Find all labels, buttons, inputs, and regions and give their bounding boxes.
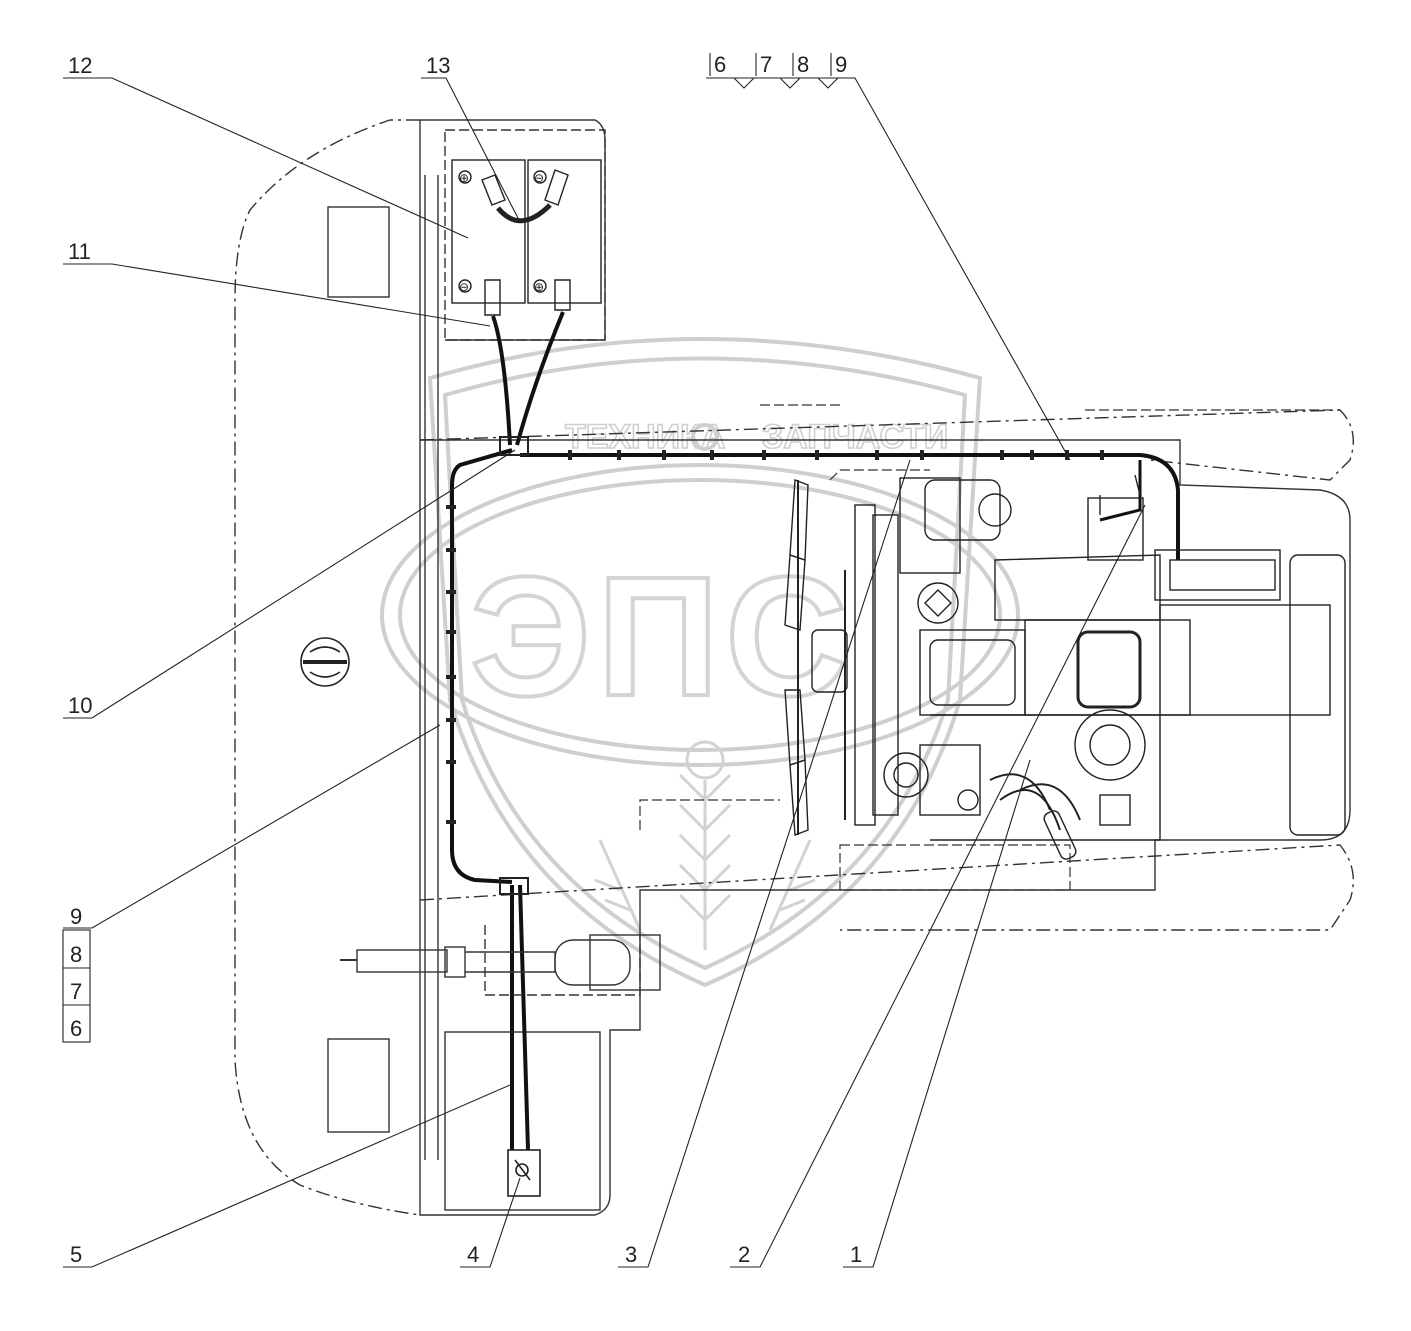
battery-jumper-cable	[496, 203, 552, 224]
clamp-icon-3	[484, 279, 501, 316]
callout-3: 3	[625, 1242, 637, 1267]
battery-plus-label: ⊕	[459, 171, 469, 185]
alternator	[899, 477, 961, 574]
oil-filler-cap-icon	[917, 582, 959, 624]
leader-1	[843, 759, 1031, 1268]
starter-assembly	[340, 925, 661, 996]
terminal-plus-icon-2	[533, 279, 547, 293]
cables	[450, 311, 1180, 1151]
inspection-cover	[1076, 630, 1142, 709]
leader-5	[63, 1084, 511, 1268]
leader-10	[63, 449, 516, 719]
grommets	[499, 436, 529, 895]
watermark-left-text: ТЕХНИКА	[565, 418, 725, 456]
watermark-gear-icon	[691, 423, 719, 451]
air-intake	[1154, 549, 1281, 601]
battery-bay	[420, 119, 606, 341]
watermark-logo-letters: ЭПС	[470, 542, 854, 732]
flywheel-housing	[1159, 604, 1331, 716]
battery-box-dashed	[444, 129, 606, 341]
fan-blade-bottom	[789, 759, 809, 836]
callouts: 12 13 11 10 5 4 3 2 1 6 7 8 9 9 8 7 6 ⊕ …	[68, 52, 862, 1267]
leader-2	[730, 504, 1146, 1268]
callout-4: 4	[467, 1242, 479, 1267]
callout-5: 5	[70, 1242, 82, 1267]
frame-top-dashed	[419, 409, 1354, 481]
batteries	[451, 159, 602, 316]
left-stack-box	[62, 929, 91, 1043]
grommet-top	[499, 436, 529, 456]
top-group-7: 7	[760, 52, 772, 77]
leader-lines	[62, 53, 1146, 1268]
rod	[356, 949, 448, 973]
frame-solid	[419, 120, 1351, 1216]
fuel-cap-icon	[300, 637, 350, 687]
leader-11	[63, 263, 491, 327]
engine-outline	[639, 404, 1340, 891]
leader-12	[63, 77, 469, 239]
leader-3	[618, 459, 911, 1268]
battery-plus-label-2: ⊕	[534, 280, 544, 294]
top-group-9: 9	[835, 52, 847, 77]
battery-minus-label: ⊖	[534, 171, 544, 185]
leader-6-9	[706, 77, 1071, 461]
terminal-minus-icon	[533, 170, 547, 184]
turbo	[1087, 497, 1144, 561]
terminal-plus-icon	[458, 170, 472, 184]
callout-12: 12	[68, 53, 92, 78]
grommet-bottom	[499, 877, 529, 895]
left-stack-8: 8	[70, 942, 82, 967]
harness-top	[520, 453, 1180, 560]
callout-1: 1	[850, 1242, 862, 1267]
leader-13	[421, 77, 521, 223]
ground-switch	[507, 1149, 541, 1197]
compressor-pulley	[883, 752, 929, 798]
callout-11: 11	[68, 239, 91, 264]
battery-minus-label-2: ⊖	[459, 280, 469, 294]
watermark: ТЕХНИКА ЗАПЧАСТИ ЭПС	[380, 337, 1020, 988]
intake-manifold	[994, 554, 1161, 621]
left-stack-9: 9	[70, 904, 82, 929]
battery-right	[527, 159, 602, 304]
watermark-shield	[427, 337, 983, 988]
lower-panel	[444, 1031, 601, 1211]
clamp-icon-4	[554, 279, 571, 311]
watermark-wheat-icon	[594, 740, 816, 950]
cab-frame	[327, 119, 1351, 1216]
fan	[784, 479, 809, 836]
watermark-ellipse-inner	[398, 478, 1002, 752]
cable-11b	[515, 311, 565, 446]
watermark-ellipse	[380, 463, 1020, 767]
engine	[811, 474, 1346, 860]
valve-cover	[1024, 619, 1191, 716]
transmission	[1289, 554, 1346, 836]
cab-window-top	[327, 206, 390, 298]
cable-11	[491, 315, 512, 446]
clamp-icon	[481, 174, 506, 206]
callout-10: 10	[68, 693, 92, 718]
top-group-8: 8	[797, 52, 809, 77]
compressor	[1074, 709, 1146, 781]
harness-clips	[446, 450, 1104, 824]
frame-bottom-dashed	[419, 844, 1354, 931]
clamp-icon-2	[544, 169, 569, 206]
callout-2: 2	[738, 1242, 750, 1267]
leader-9	[63, 724, 441, 929]
fan-hub	[811, 629, 848, 693]
cab-window-bottom	[327, 1038, 390, 1133]
left-stack-7: 7	[70, 979, 82, 1004]
harness-left	[450, 448, 513, 884]
terminal-minus-icon-2	[458, 279, 472, 293]
leader-4	[460, 1177, 521, 1268]
radiator-bracket	[854, 504, 876, 826]
left-stack-6: 6	[70, 1016, 82, 1041]
watermark-shield-inner	[442, 356, 968, 971]
harness-branch	[1099, 460, 1142, 522]
top-group-6: 6	[714, 52, 726, 77]
callout-13: 13	[426, 53, 450, 78]
cable-5b	[518, 884, 530, 1151]
